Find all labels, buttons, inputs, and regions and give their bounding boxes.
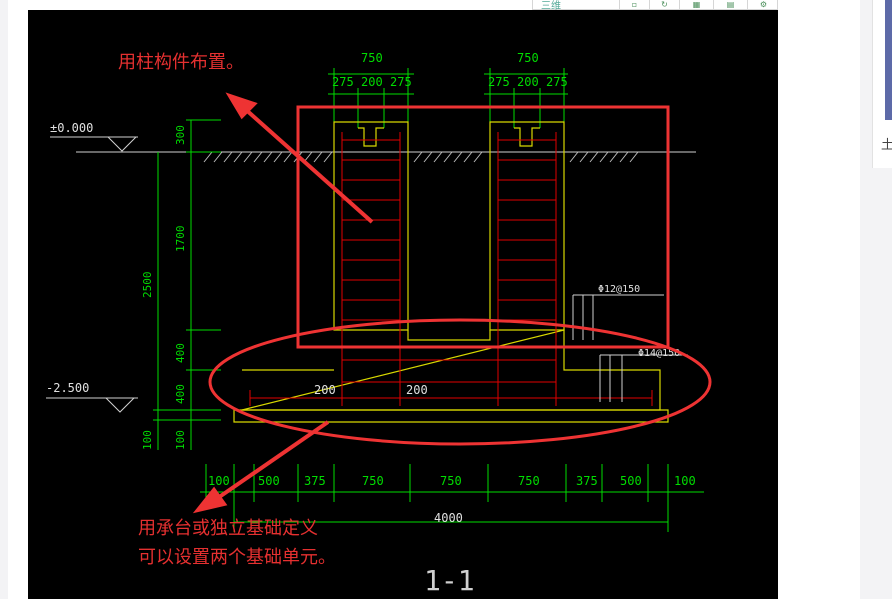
note-foundation-line1: 用承台或独立基础定义 <box>138 518 318 539</box>
highlight-ellipse <box>208 318 712 446</box>
dim-bottom-750c: 750 <box>518 474 540 488</box>
copy-icon[interactable]: ▫ <box>619 0 649 9</box>
rebar-leaders <box>572 294 688 402</box>
elevation-bottom-label: -2.500 <box>46 381 89 395</box>
dim-bottom-100b: 100 <box>674 474 696 488</box>
top-dimensions <box>328 68 568 128</box>
dim-top-200a: 200 <box>361 75 383 89</box>
grid-icon[interactable]: ▦ <box>679 0 713 9</box>
bottom-dimensions <box>200 464 704 532</box>
inner-dim-200b: 200 <box>406 383 428 397</box>
dim-top-200b: 200 <box>517 75 539 89</box>
view-3d-label[interactable]: 三维 <box>541 1 561 12</box>
note-foundation-line2: 可以设置两个基础单元。 <box>138 547 336 568</box>
refresh-icon[interactable]: ↻ <box>649 0 679 9</box>
dim-top-750b: 750 <box>517 51 539 65</box>
note-column-placement: 用柱构件布置。 <box>118 52 244 73</box>
dim-total-width: 4000 <box>434 511 463 525</box>
dim-left-2500: 2500 <box>141 272 154 299</box>
settings-icon[interactable]: ⚙ <box>747 0 779 9</box>
dim-left-100b: 100 <box>141 430 154 450</box>
annotation-arrows <box>192 92 374 514</box>
dim-top-275b: 275 <box>390 75 412 89</box>
dim-left-1700: 1700 <box>174 226 187 253</box>
column-outlines <box>233 121 669 423</box>
right-side-panel: 土 <box>872 0 892 168</box>
side-panel-char: 土 <box>881 138 892 153</box>
dim-left-400b: 400 <box>174 384 187 404</box>
dim-top-275c: 275 <box>488 75 510 89</box>
soil-hatch <box>203 151 639 163</box>
highlight-rectangle <box>296 105 670 349</box>
cad-drawing: ±0.000 -2.500 300 1700 400 400 100 2500 … <box>28 10 778 599</box>
dim-bottom-500a: 500 <box>258 474 280 488</box>
dim-bottom-375b: 375 <box>576 474 598 488</box>
dim-top-275a: 275 <box>332 75 354 89</box>
dim-top-275d: 275 <box>546 75 568 89</box>
dim-left-300: 300 <box>174 125 187 145</box>
dim-left-400a: 400 <box>174 343 187 363</box>
dim-bottom-750b: 750 <box>440 474 462 488</box>
dim-top-750a: 750 <box>361 51 383 65</box>
dim-bottom-500b: 500 <box>620 474 642 488</box>
dim-bottom-375a: 375 <box>304 474 326 488</box>
rebar-label-phi12: Φ12@150 <box>598 284 640 295</box>
rebar-label-phi14: Φ14@150 <box>638 348 680 359</box>
rebar-lines <box>249 132 653 406</box>
dim-bottom-750a: 750 <box>362 474 384 488</box>
dim-bottom-100a: 100 <box>208 474 230 488</box>
elevation-top-label: ±0.000 <box>50 121 93 135</box>
drawing-toolbar: 三维 ▫ ↻ ▦ ▤ ⚙ <box>532 0 779 12</box>
section-drawing-svg: ±0.000 -2.500 300 1700 400 400 100 2500 … <box>46 51 712 597</box>
dim-left-100a: 100 <box>174 430 187 450</box>
inner-dim-200a: 200 <box>314 383 336 397</box>
left-dimensions <box>153 119 221 450</box>
elevation-markers <box>46 136 138 413</box>
thumbnail-image[interactable] <box>885 0 892 120</box>
section-title: 1-1 <box>424 564 475 597</box>
layers-icon[interactable]: ▤ <box>713 0 747 9</box>
